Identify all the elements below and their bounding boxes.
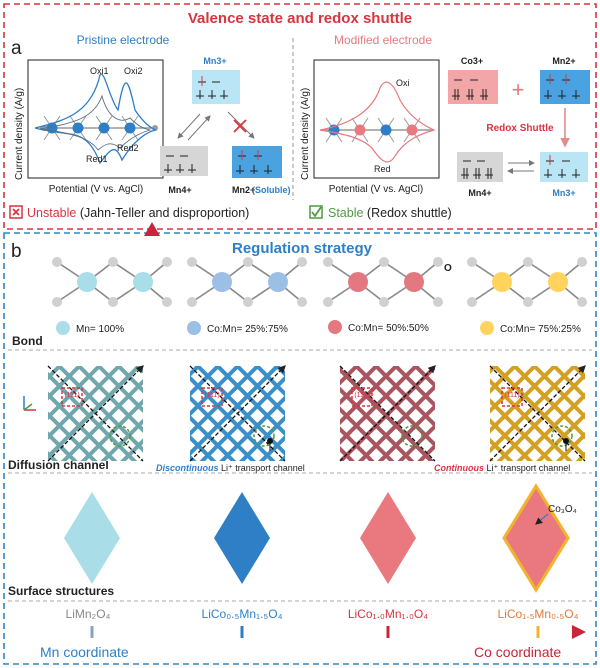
mn4-box-pristine: Mn4+ [160,146,208,195]
legend-co75: Co:Mn= 75%:25% [500,324,581,335]
note-continuous: Continuous Li⁺ transport channel [434,463,570,473]
legend-dot-co75 [480,321,494,335]
bond-motif-mn100 [52,257,172,307]
svg-text:Mn4+: Mn4+ [168,185,191,195]
modified-cv-plot [313,59,440,179]
pristine-heading: Pristine electrode [77,33,170,47]
legend-co50: Co:Mn= 50%:50% [348,323,429,334]
oxygen-label: O [444,263,452,274]
svg-text:(111): (111) [354,392,369,399]
plus-sign: + [512,77,525,102]
axis-right-label: Co coordinate [474,644,561,660]
lattice-mn100: (111) [47,365,144,462]
svg-text:(Soluble): (Soluble) [252,185,291,195]
legend-mn100: Mn= 100% [76,324,124,335]
diamond-mn100 [64,492,120,584]
pristine-cv-inner [39,94,152,151]
svg-text:Mn4+: Mn4+ [468,188,491,198]
coating-label: Co₃O₄ [548,504,577,515]
pristine-cv-outer [34,73,157,165]
bond-motif-co25 [187,257,307,307]
coating-pointer [535,513,549,525]
axis-left-label: Mn coordinate [40,644,129,660]
row-label-diffusion: Diffusion channel [8,458,109,472]
peak-oxi2: Oxi2 [124,66,143,76]
mn3-box-pristine: Mn3+ [192,56,240,104]
mn3-box-modified: Mn3+ [540,152,588,198]
stable-text: Stable (Redox shuttle) [328,206,452,220]
panel-b-frame [3,232,597,665]
formula-co10: LiCo₁.₀Mn₁.₀O₄ [348,607,428,621]
mn4-box-modified: Mn4+ [457,152,503,198]
legend-co25: Co:Mn= 25%:75% [207,324,288,335]
formula-co15: LiCo₁.₅Mn₀.₅O₄ [498,607,579,621]
diamond-co75 [502,483,570,593]
legend-dot-mn100 [56,321,70,335]
svg-text:Mn2+: Mn2+ [232,185,255,195]
modified-xlabel: Potential (V vs. AgCl) [329,184,423,195]
diamond-co25 [214,492,270,584]
pristine-cv-plot [27,59,164,179]
svg-text:Mn3+: Mn3+ [203,56,226,66]
lattice-co25: (111) [189,365,286,462]
svg-text:Mn2+: Mn2+ [552,56,575,66]
row-label-surface: Surface structures [8,584,114,598]
bond-motif-co50 [323,257,443,307]
unstable-icon [9,205,23,219]
peak-red2: Red2 [117,143,139,153]
svg-text:(111): (111) [204,392,219,399]
diamond-co50 [360,492,416,584]
stable-check-icon [309,205,323,219]
mn2-box-pristine: Mn2+ (Soluble) [232,146,291,195]
lattice-co50: (111) [339,365,436,462]
horizontal-arrow-head [572,625,586,639]
svg-text:(111): (111) [64,392,79,399]
peak-oxi: Oxi [396,78,410,88]
row-label-bond: Bond [12,334,43,348]
vertical-arrow-head [144,222,160,236]
bond-motif-co75 [467,257,587,307]
svg-text:Mn3+: Mn3+ [552,188,575,198]
panel-a-title: Valence state and redox shuttle [188,10,412,27]
axis-triad-icon [23,396,36,411]
co3-box: Co3+ [448,56,498,104]
note-discontinuous: Discontinuous Li⁺ transport channel [156,463,305,473]
pristine-xlabel: Potential (V vs. AgCl) [49,184,143,195]
panel-a-label: a [11,38,22,59]
panel-b-label: b [11,241,22,262]
modified-heading: Modified electrode [334,33,432,47]
unstable-text: Unstable (Jahn-Teller and disproportion) [27,206,249,220]
pristine-arrows [177,111,255,141]
panel-a-frame [3,3,597,230]
peak-red1: Red1 [86,154,108,164]
legend-dot-co25 [187,321,201,335]
svg-text:(111): (111) [504,392,519,399]
mn2-box-modified: Mn2+ [540,56,590,104]
legend-dot-co50 [328,320,342,334]
modified-cv-curve [319,81,436,163]
peak-oxi1: Oxi1 [90,66,109,76]
shuttle-label: Redox Shuttle [486,123,554,134]
pristine-ylabel: Current density (A/g) [14,88,25,180]
svg-text:Co3+: Co3+ [461,56,483,66]
formula-co05: LiCo₀.₅Mn₁.₅O₄ [202,607,283,621]
modified-ylabel: Current density (A/g) [300,88,311,180]
peak-red: Red [374,164,391,174]
panel-b-title: Regulation strategy [232,240,373,257]
formula-limn2o4: LiMn₂O₄ [66,607,111,621]
lattice-co75: (111) [489,365,586,462]
